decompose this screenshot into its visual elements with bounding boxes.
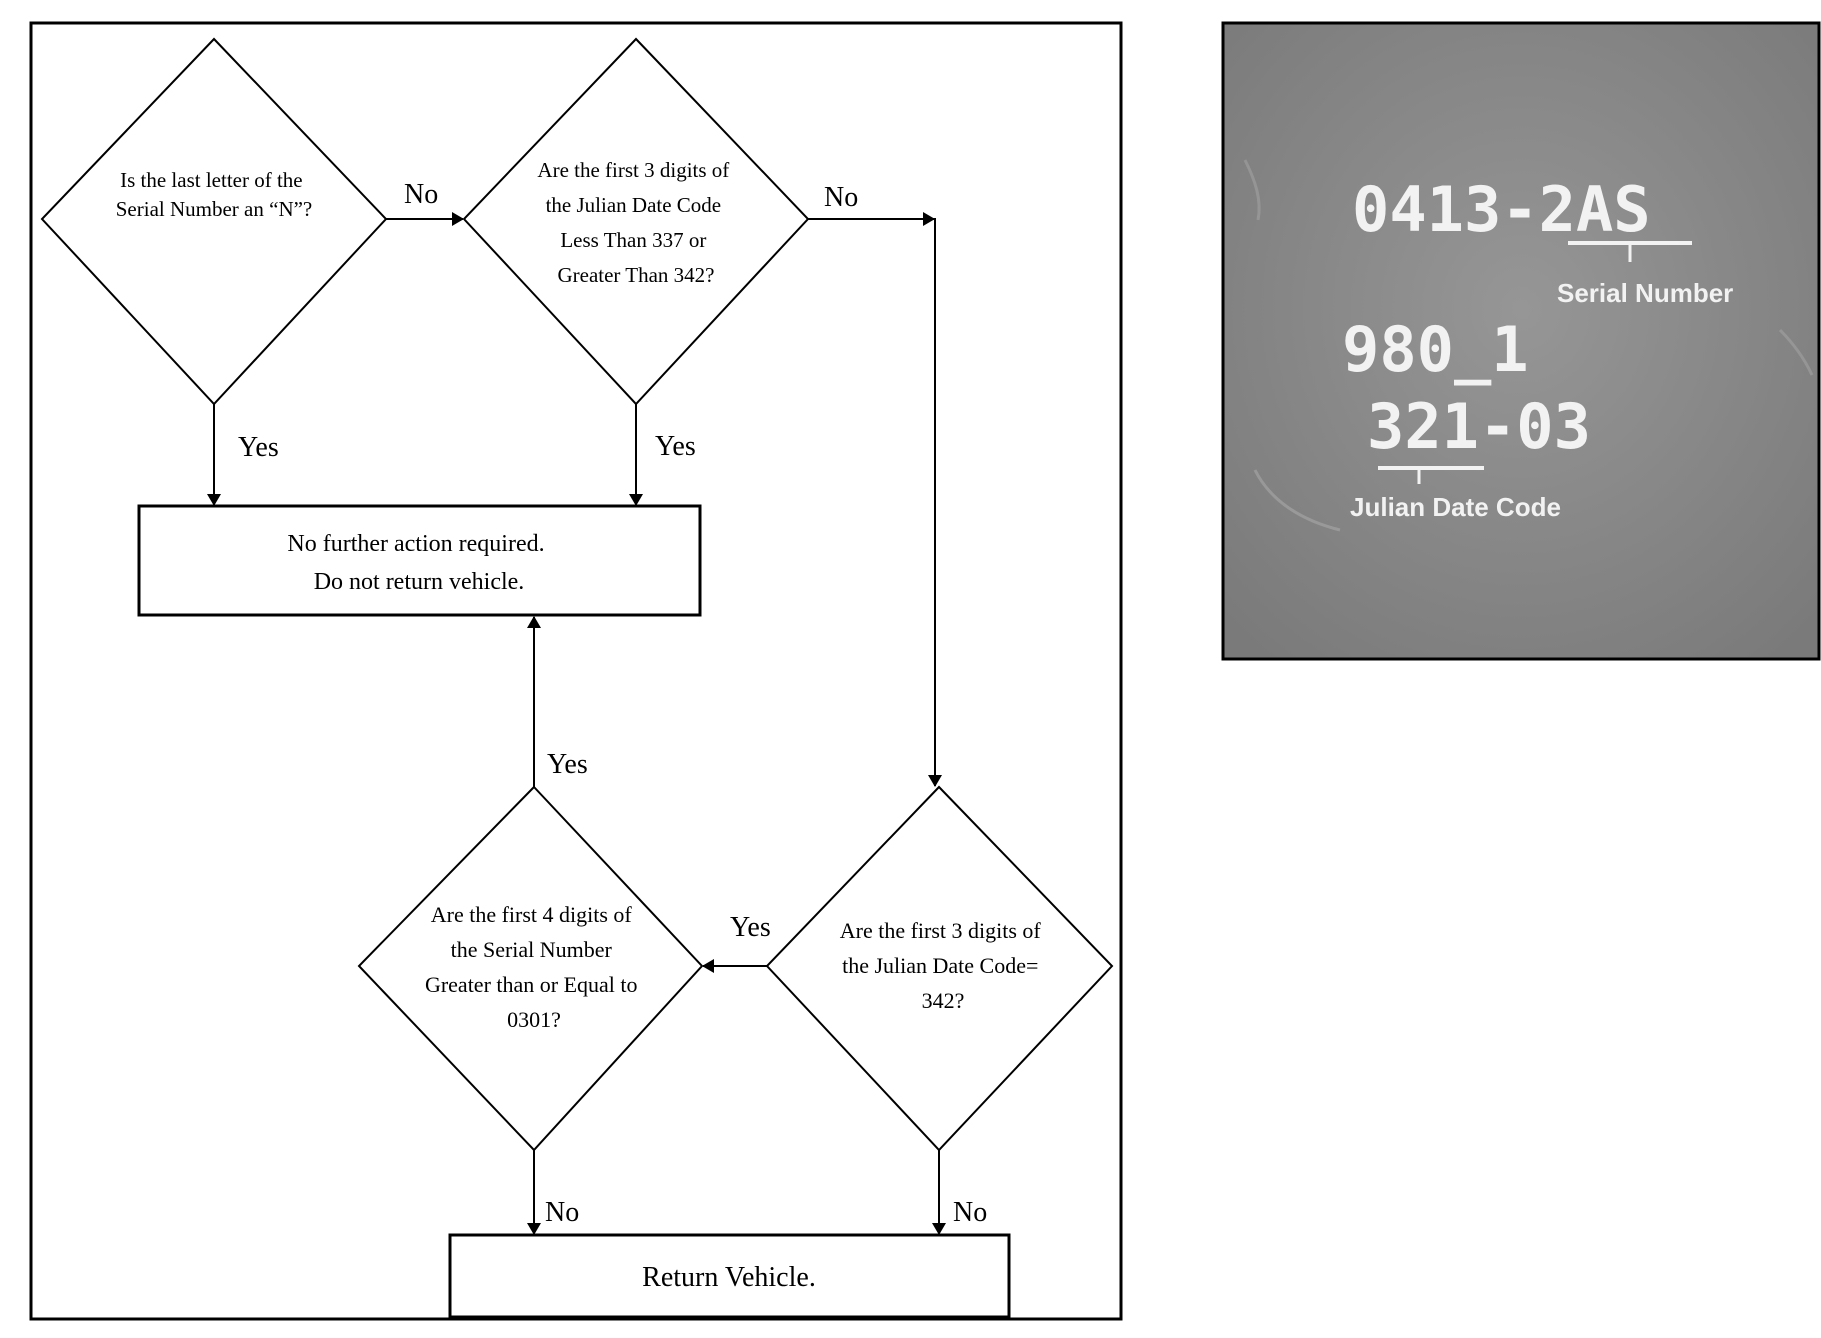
label-yes-up: Yes bbox=[547, 749, 588, 780]
stamp-line-2: 980_1 bbox=[1342, 313, 1529, 386]
return-vehicle-box bbox=[448, 1233, 1011, 1319]
stamp-line-3: 321-03 bbox=[1367, 390, 1591, 463]
label-yes-1: Yes bbox=[238, 432, 279, 463]
return-vehicle-text: Return Vehicle. bbox=[642, 1262, 816, 1293]
flowchart: Is the last letter of the Serial Number … bbox=[29, 21, 1123, 1321]
photo-texture-mark bbox=[1778, 328, 1814, 376]
decision-julian-equal-text: Are the first 3 digits of the Julian Dat… bbox=[840, 918, 1047, 1013]
serial-number-label: Serial Number bbox=[1557, 278, 1733, 308]
decision-julian-range-text: Are the first 3 digits of the Julian Dat… bbox=[537, 158, 734, 287]
photo-texture-mark bbox=[1243, 159, 1261, 221]
serial-photo: 0413-2AS Serial Number 980_1 321-03 Juli… bbox=[1221, 21, 1821, 661]
arrow-d2-to-d4 bbox=[808, 218, 942, 787]
label-yes-left: Yes bbox=[730, 912, 771, 943]
stamp-line-1: 0413-2AS bbox=[1352, 173, 1651, 246]
label-yes-2: Yes bbox=[655, 431, 696, 462]
no-action-text: No further action required. Do not retur… bbox=[287, 531, 550, 595]
no-action-box bbox=[137, 504, 702, 617]
photo-background bbox=[1221, 21, 1821, 661]
decision-last-letter-text: Is the last letter of the Serial Number … bbox=[116, 168, 313, 221]
photo-texture-mark bbox=[1253, 469, 1341, 532]
label-no-bottom-left: No bbox=[545, 1197, 579, 1228]
julian-date-code-label: Julian Date Code bbox=[1350, 492, 1561, 522]
label-no-bottom-right: No bbox=[953, 1197, 987, 1228]
label-no-2: No bbox=[824, 182, 858, 213]
label-no-1: No bbox=[404, 179, 438, 210]
decision-serial-digits-text: Are the first 4 digits of the Serial Num… bbox=[425, 902, 643, 1032]
